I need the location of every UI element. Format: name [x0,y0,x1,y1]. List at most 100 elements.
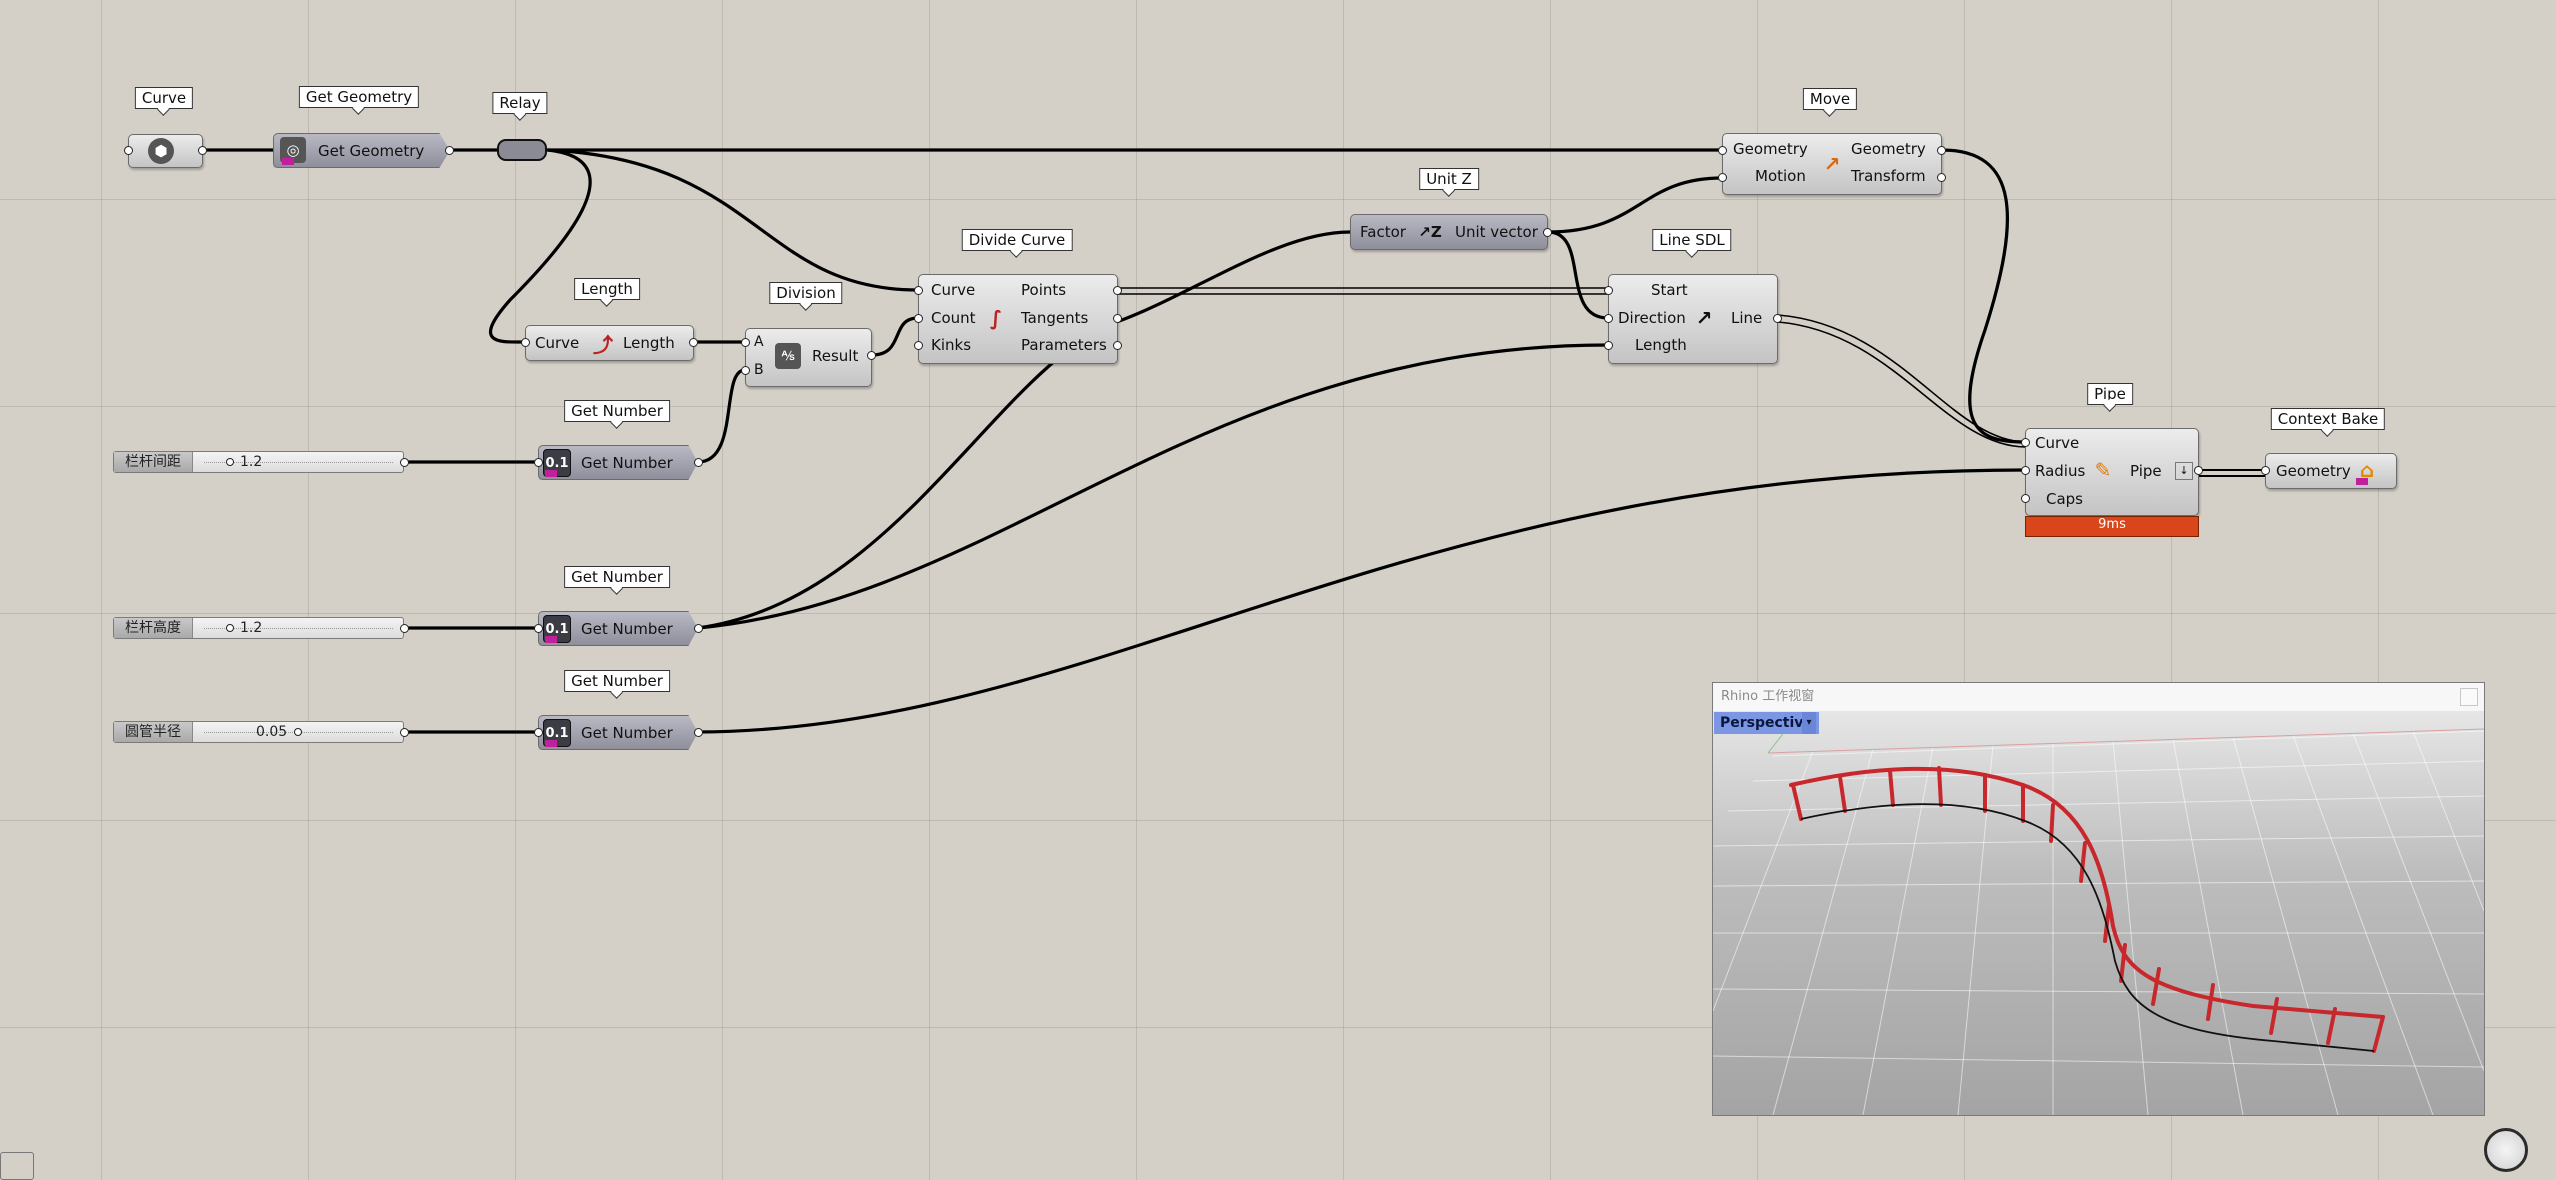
viewport-scene[interactable] [1713,711,2484,1115]
slider-value: 1.2 [240,620,263,636]
divide-curve-output-parameters-grip[interactable] [1113,341,1122,350]
curve-param[interactable]: ⬢ [128,134,203,168]
wire-division-to-divide [870,316,920,357]
wire-line-to-pipe-b [1777,321,2026,448]
pipe-output-pipe: Pipe [2130,462,2162,480]
line-sdl-input-direction: Direction [1618,309,1686,327]
pipe-input-radius-grip[interactable] [2021,466,2030,475]
relay-component[interactable] [497,139,547,161]
context-bake-input-grip[interactable] [2261,466,2270,475]
canvas-corner-icon[interactable] [0,1152,34,1180]
slider-label: 圆管半径 [114,722,193,742]
move-output-transform-grip[interactable] [1937,173,1946,182]
get-number-output-grip[interactable] [694,458,703,467]
move-input-geometry: Geometry [1733,140,1808,158]
line-sdl-component[interactable]: Start Direction Length ↗ Line [1608,274,1778,364]
pipe-timer-bar: 9ms [2025,516,2199,537]
length-component[interactable]: Curve ⤴ Length [525,325,694,361]
slider-knob[interactable] [226,624,234,632]
division-input-a: A [754,334,764,350]
divide-curve-input-kinks-grip[interactable] [914,341,923,350]
length-input-curve: Curve [535,334,580,352]
unit-z-component[interactable]: Factor ↗Z Unit vector [1350,214,1548,250]
wire-unitz-to-move [1546,176,1724,234]
divide-curve-input-curve-grip[interactable] [914,286,923,295]
railing-base-curve [1800,803,2375,1052]
move-output-geometry-grip[interactable] [1937,146,1946,155]
tag-division: Division [769,282,843,304]
division-input-b-grip[interactable] [741,366,750,375]
get-number-input-grip[interactable] [534,624,543,633]
pipe-output-grip[interactable] [2194,466,2203,475]
slider-output-grip[interactable] [400,728,409,737]
rhino-viewport-window[interactable]: Rhino 工作视窗 Perspective ▾ [1712,682,2485,1116]
slider-knob[interactable] [226,458,234,466]
move-component[interactable]: Geometry Motion ↗ Geometry Transform [1722,133,1942,195]
divide-curve-output-points: Points [1021,281,1067,299]
get-number-output-grip[interactable] [694,624,703,633]
pipe-component[interactable]: Curve Radius Caps ✎ Pipe ↓ [2025,428,2199,516]
wire-line-to-pipe-a [1777,314,2026,443]
param-badge [545,470,557,477]
get-number-input-grip[interactable] [534,728,543,737]
divide-curve-input-count-grip[interactable] [914,314,923,323]
line-sdl-input-length-grip[interactable] [1604,341,1613,350]
slider-railing-spacing[interactable]: 栏杆间距 1.2 [113,451,404,473]
get-number-label: Get Number [581,454,673,472]
slider-knob[interactable] [294,728,302,736]
divide-curve-output-points-grip[interactable] [1113,286,1122,295]
param-badge [545,636,557,643]
move-input-motion-grip[interactable] [1718,173,1727,182]
get-number-output-grip[interactable] [694,728,703,737]
length-output-grip[interactable] [689,338,698,347]
wire-move-to-pipe [1940,148,2027,444]
slider-output-grip[interactable] [400,458,409,467]
download-arrow-icon[interactable]: ↓ [2175,462,2193,480]
railing-top-rail [1789,766,2385,1019]
pipe-input-caps: Caps [2046,490,2084,508]
division-component[interactable]: A B ⅍ Result [745,328,872,387]
division-input-b: B [754,362,764,378]
get-geometry-component[interactable]: ◎ Get Geometry [273,133,450,168]
wire-getnumber3-to-pipe-radius [696,468,2027,734]
unit-z-icon: ↗Z [1418,223,1442,241]
division-output-grip[interactable] [867,351,876,360]
slider-output-grip[interactable] [400,624,409,633]
line-sdl-input-start-grip[interactable] [1604,286,1613,295]
pipe-input-curve-grip[interactable] [2021,438,2030,447]
move-output-geometry: Geometry [1851,140,1926,158]
canvas-navigation-widget[interactable] [2484,1128,2528,1172]
divide-curve-input-kinks: Kinks [931,336,972,354]
tag-line-sdl: Line SDL [1652,229,1732,251]
viewport-titlebar[interactable]: Rhino 工作视窗 [1713,683,2484,712]
get-number-component-radius[interactable]: 0.1 Get Number [538,715,698,750]
get-number-component-spacing[interactable]: 0.1 Get Number [538,445,698,480]
close-icon[interactable] [2460,688,2478,706]
division-input-a-grip[interactable] [741,338,750,347]
length-input-grip[interactable] [521,338,530,347]
unit-z-output-grip[interactable] [1543,228,1552,237]
slider-value: 0.05 [256,724,288,740]
get-number-component-height[interactable]: 0.1 Get Number [538,611,698,646]
context-bake-component[interactable]: Geometry ⌂ [2265,453,2397,489]
divide-curve-component[interactable]: Curve Count Kinks ∫ Points Tangents Para… [918,274,1118,364]
chevron-down-icon[interactable]: ▾ [1802,712,1816,734]
get-number-input-grip[interactable] [534,458,543,467]
slider-railing-height[interactable]: 栏杆高度 1.2 [113,617,404,639]
get-geometry-output-grip[interactable] [445,146,454,155]
curve-param-output-grip[interactable] [198,146,207,155]
divide-curve-output-tangents-grip[interactable] [1113,314,1122,323]
move-input-geometry-grip[interactable] [1718,146,1727,155]
curve-param-input-grip[interactable] [124,146,133,155]
tag-unit-z: Unit Z [1419,168,1479,190]
tag-get-number: Get Number [564,566,670,588]
line-sdl-input-direction-grip[interactable] [1604,314,1613,323]
pipe-input-caps-grip[interactable] [2021,494,2030,503]
bake-icon: ⌂ [2359,458,2375,482]
param-badge [545,740,557,747]
tag-pipe: Pipe [2087,383,2133,405]
slider-pipe-radius[interactable]: 圆管半径 0.05 [113,721,404,743]
number-icon: 0.1 [543,719,571,747]
line-sdl-output-grip[interactable] [1773,314,1782,323]
viewport-name-label[interactable]: Perspective [1714,712,1819,734]
